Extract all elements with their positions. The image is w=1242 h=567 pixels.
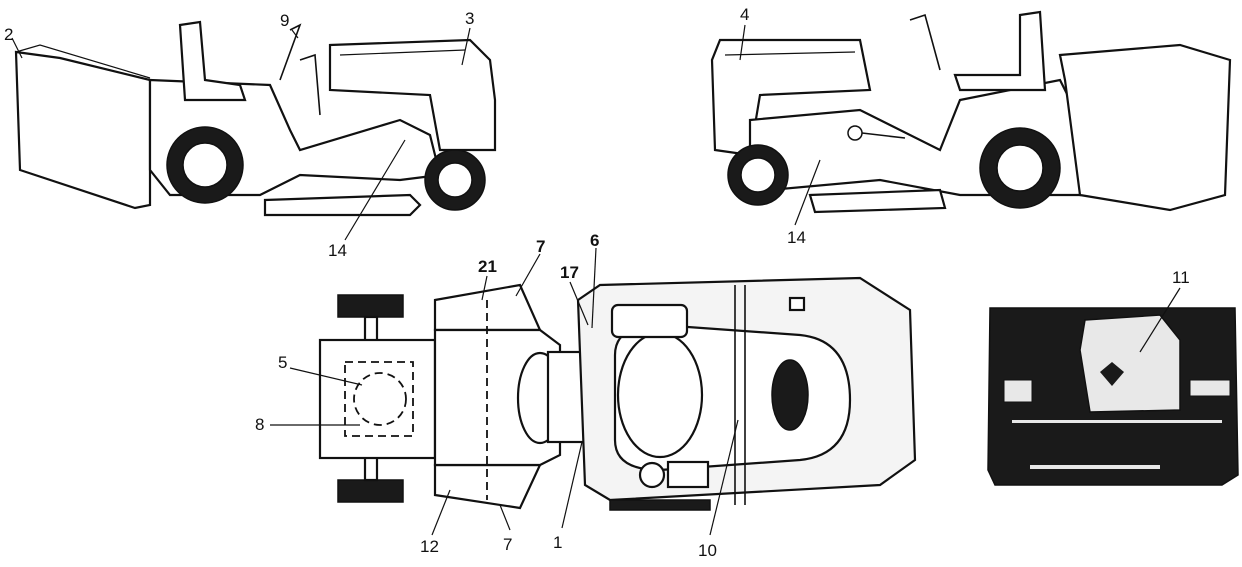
seat-right bbox=[953, 10, 1047, 92]
callout-10: 10 bbox=[698, 541, 717, 560]
callout-7-bottom: 7 bbox=[503, 535, 512, 554]
callout-8: 8 bbox=[255, 415, 264, 434]
key-panel bbox=[1079, 314, 1181, 413]
control-panel-view bbox=[987, 307, 1239, 486]
tractor-side-view-right bbox=[710, 10, 1232, 214]
hood-left bbox=[328, 38, 497, 152]
callout-3: 3 bbox=[465, 9, 474, 28]
rear-tyre-top bbox=[337, 294, 404, 318]
grass-bag-top bbox=[318, 338, 437, 460]
callout-14-left: 14 bbox=[328, 241, 347, 260]
tractor-side-view-left bbox=[14, 20, 497, 217]
seat-left bbox=[178, 20, 247, 102]
leader-lines bbox=[11, 24, 1181, 536]
callout-7-top: 7 bbox=[536, 237, 545, 256]
callout-17: 17 bbox=[560, 263, 579, 282]
rear-tyre-bottom bbox=[337, 479, 404, 503]
callout-2: 2 bbox=[4, 25, 13, 44]
mower-deck-right bbox=[808, 188, 947, 214]
callout-5: 5 bbox=[278, 353, 287, 372]
callout-4: 4 bbox=[740, 5, 749, 24]
callout-12: 12 bbox=[420, 537, 439, 556]
callout-6: 6 bbox=[590, 231, 599, 250]
callout-21: 21 bbox=[478, 257, 497, 276]
callout-11: 11 bbox=[1172, 268, 1190, 287]
grass-bag-right bbox=[1058, 43, 1232, 212]
mower-deck-left bbox=[263, 193, 422, 217]
callout-1: 1 bbox=[553, 533, 562, 552]
callout-9: 9 bbox=[280, 11, 289, 30]
grass-bag-left bbox=[14, 50, 152, 210]
callout-14-right: 14 bbox=[787, 228, 806, 247]
callout-labels: 2 9 3 4 14 14 21 7 17 6 11 5 8 12 7 1 10 bbox=[4, 5, 1190, 560]
tractor-top-view bbox=[318, 276, 917, 511]
warning-decal-icon bbox=[1100, 362, 1124, 386]
